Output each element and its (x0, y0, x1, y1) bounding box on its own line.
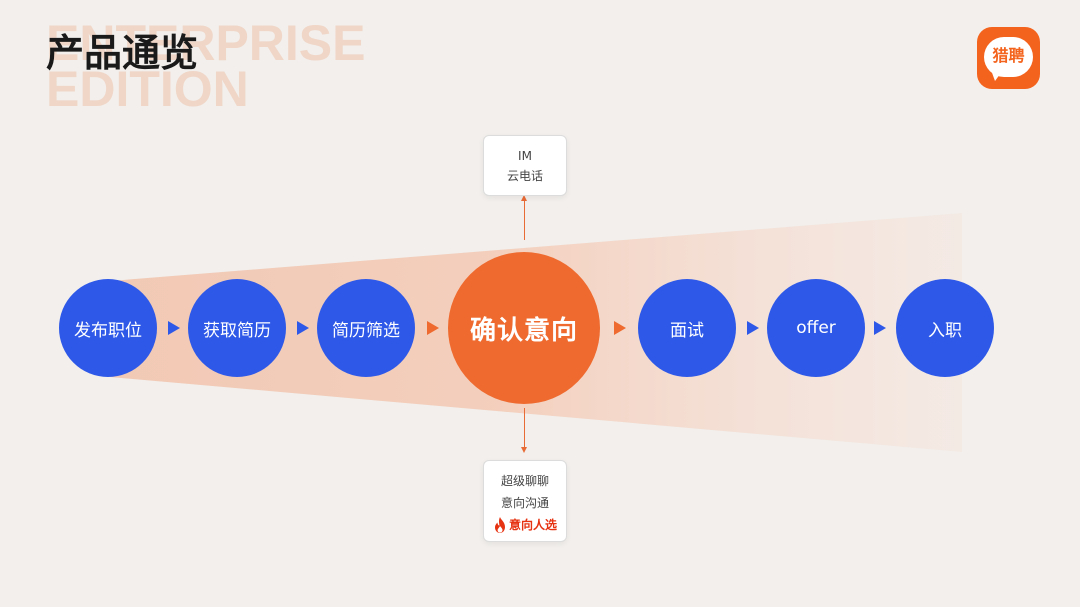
step-label: 面试 (670, 320, 704, 341)
arrow-right-icon (874, 321, 886, 335)
fire-icon (494, 517, 505, 533)
top-card-line-2: 云电话 (506, 169, 543, 183)
watermark-line-1: ENTERPRISE (46, 15, 366, 71)
watermark-line-2: EDITION (46, 61, 249, 117)
bottom-card-line-1: 超级聊聊 (500, 474, 549, 488)
connector-down (524, 408, 525, 449)
step-label: 简历筛选 (332, 320, 400, 341)
arrow-right-icon (614, 321, 626, 335)
step-label: 确认意向 (469, 315, 578, 346)
step-confirm-intent: 确认意向 (448, 252, 600, 404)
speech-bubble-tail (991, 70, 1003, 81)
connector-up (524, 199, 525, 240)
step-label: 获取简历 (203, 320, 271, 341)
bottom-card-line-2: 意向沟通 (500, 496, 549, 510)
page-title: 产品通览 (46, 31, 199, 75)
top-card-line-1: IM (518, 149, 532, 163)
liepin-logo: 猎聘 (977, 27, 1040, 89)
step-get-resume: 获取简历 (188, 279, 286, 377)
step-label: 入职 (928, 320, 962, 341)
logo-text: 猎聘 (992, 46, 1025, 65)
top-card: IM 云电话 (483, 135, 567, 196)
watermark: ENTERPRISE EDITION (46, 15, 366, 117)
step-label: 发布职位 (74, 320, 142, 341)
step-screen-resume: 简历筛选 (317, 279, 415, 377)
arrow-right-icon (427, 321, 439, 335)
step-interview: 面试 (638, 279, 736, 377)
arrow-down-icon (521, 447, 527, 453)
step-onboard: 入职 (896, 279, 994, 377)
step-post-job: 发布职位 (59, 279, 157, 377)
step-label: offer (796, 318, 836, 338)
hot-tag: 意向人选 (493, 515, 557, 535)
bottom-card-line-3: 意向人选 (508, 518, 557, 532)
arrow-up-icon (521, 195, 527, 201)
arrow-right-icon (168, 321, 180, 335)
arrow-right-icon (747, 321, 759, 335)
step-offer: offer (767, 279, 865, 377)
arrow-right-icon (297, 321, 309, 335)
bottom-card: 超级聊聊 意向沟通 意向人选 (483, 460, 567, 542)
